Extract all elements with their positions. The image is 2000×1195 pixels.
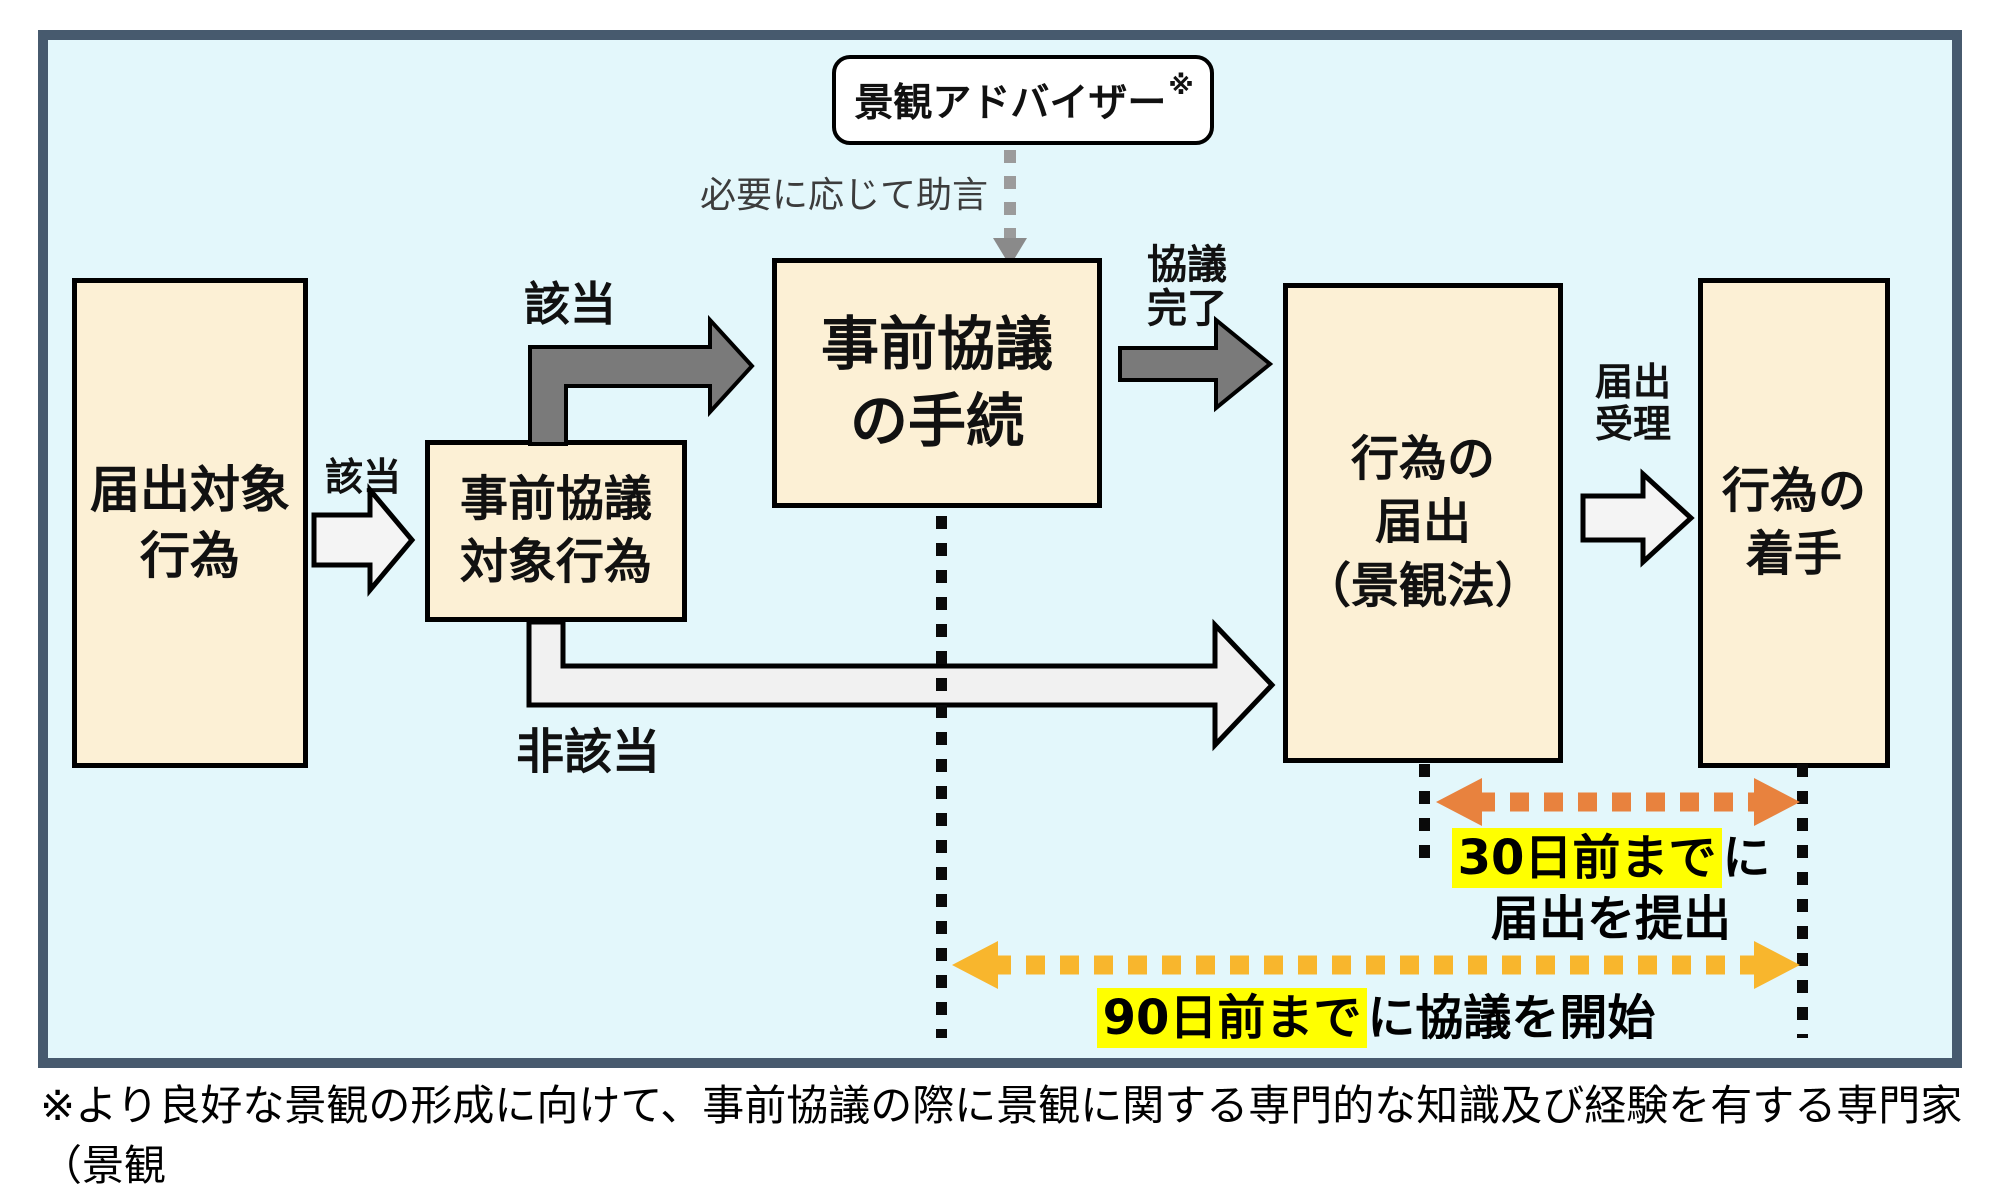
applicable-block-arrow-icon [311,483,416,597]
applicable-elbow-arrow-icon [528,314,755,446]
deadline-30d-arrow-icon [1436,778,1800,826]
box-act-notification: 行為の 届出 （景観法） [1283,283,1563,763]
not-applicable-elbow-arrow-icon [526,618,1276,752]
dotted-line-notification [1419,764,1430,864]
advice-dashed-arrow-line [1004,150,1016,238]
advisor-ref-mark: ※ [1168,71,1194,101]
deadline-30d-highlight: 30日前まで [1451,828,1723,888]
footnote-line1: ※より良好な景観の形成に向けて、事前協議の際に景観に関する専門的な知識及び経験を… [40,1081,1963,1190]
consult-complete-label: 協議 完了 [1147,242,1227,332]
deadline-30d-suffix: に [1722,830,1771,886]
deadline-90d-arrow-icon [952,941,1800,989]
deadline-30d-line2: 届出を提出 [1490,891,1731,948]
deadline-90d-text: 90日前までに協議を開始 [950,988,1802,1049]
deadline-90d-suffix: に協議を開始 [1367,990,1656,1046]
consult-complete-arrow-icon [1118,315,1274,413]
deadline-30d-text: 30日前までに 届出を提出 [1411,828,1811,951]
box-prior-consult-target: 事前協議 対象行為 [425,440,687,622]
applicable-large-label: 該当 [524,277,616,331]
footnote: ※より良好な景観の形成に向けて、事前協議の際に景観に関する専門的な知識及び経験を… [40,1076,1990,1195]
box-act-start: 行為の 着手 [1698,278,1890,768]
applicable-small-label: 該当 [324,455,401,499]
advice-label: 必要に応じて助言 [699,175,988,216]
dotted-line-consult-start [936,516,947,1038]
not-applicable-label: 非該当 [516,724,661,780]
box-notification-target: 届出対象 行為 [72,278,308,768]
deadline-90d-highlight: 90日前まで [1096,988,1368,1048]
advisor-box: 景観アドバイザー※ [832,55,1214,145]
notification-accepted-arrow-icon [1580,468,1695,568]
dotted-line-act-start [1797,764,1808,1038]
box-prior-consult-procedure: 事前協議 の手続 [772,258,1102,508]
notification-accepted-label: 届出 受理 [1594,360,1671,446]
advisor-label: 景観アドバイザー [854,81,1167,126]
